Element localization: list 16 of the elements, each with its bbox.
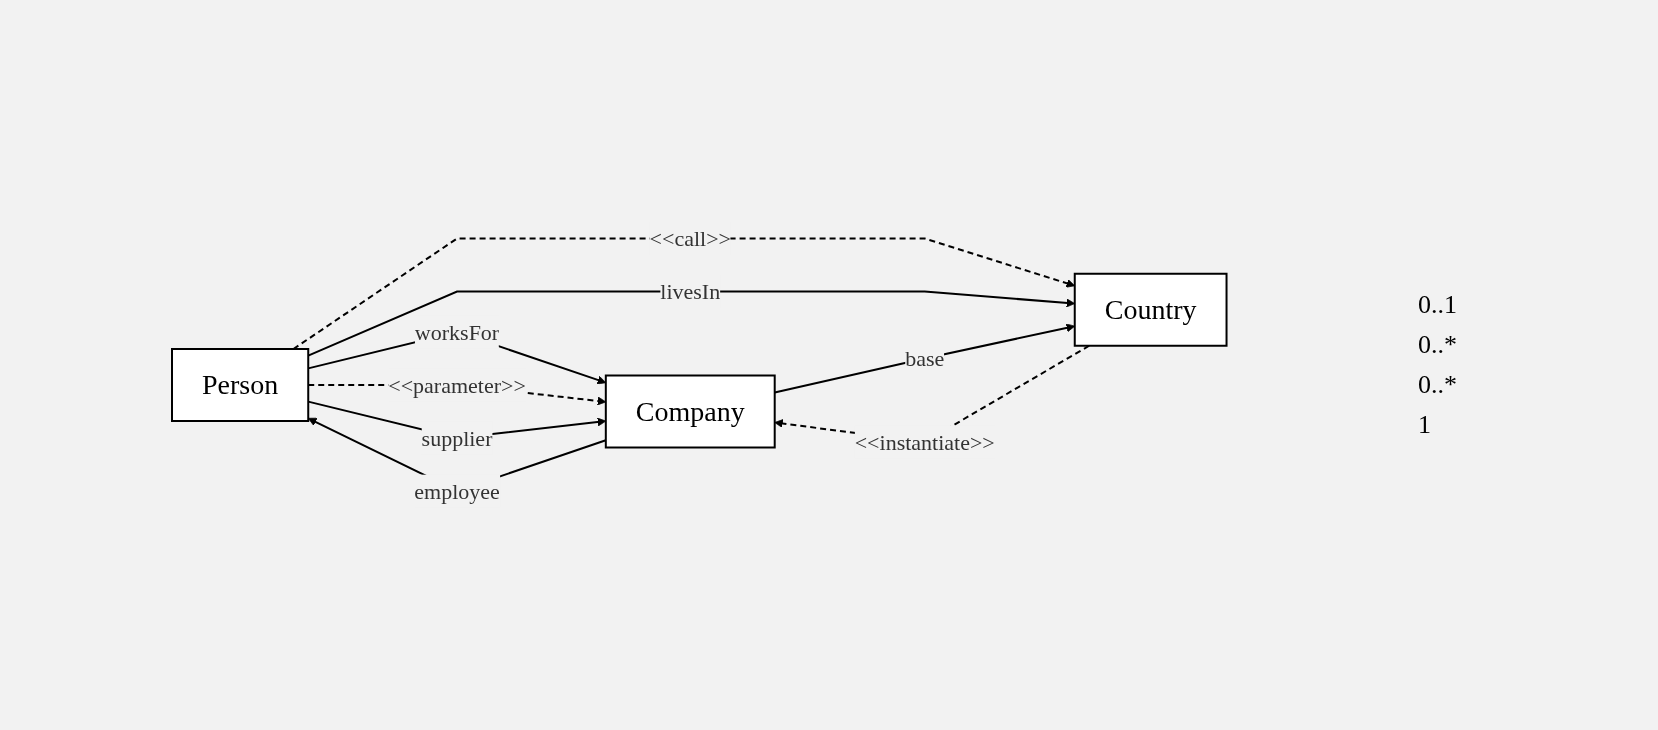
multiplicity-label: 1: [1418, 410, 1432, 440]
edge-label: employee: [413, 478, 500, 504]
node-box: Country: [1073, 273, 1228, 347]
multiplicity-label: 0..*: [1418, 370, 1458, 400]
arrow: [292, 237, 1075, 351]
multiplicity-label: 0..1: [1418, 290, 1458, 320]
edge-label: base: [904, 346, 945, 372]
edge-label: <<instantiate>>: [854, 429, 995, 455]
edge-label: worksFor: [414, 319, 499, 345]
node-box: Person: [170, 348, 309, 423]
node-box: Company: [604, 374, 776, 449]
edge-label: <<parameter>>: [387, 372, 526, 398]
edge-label: supplier: [421, 425, 493, 451]
edge-label: <<call>>: [649, 226, 731, 252]
multiplicity-label: 0..*: [1418, 330, 1458, 360]
edge-label: livesIn: [660, 279, 720, 305]
